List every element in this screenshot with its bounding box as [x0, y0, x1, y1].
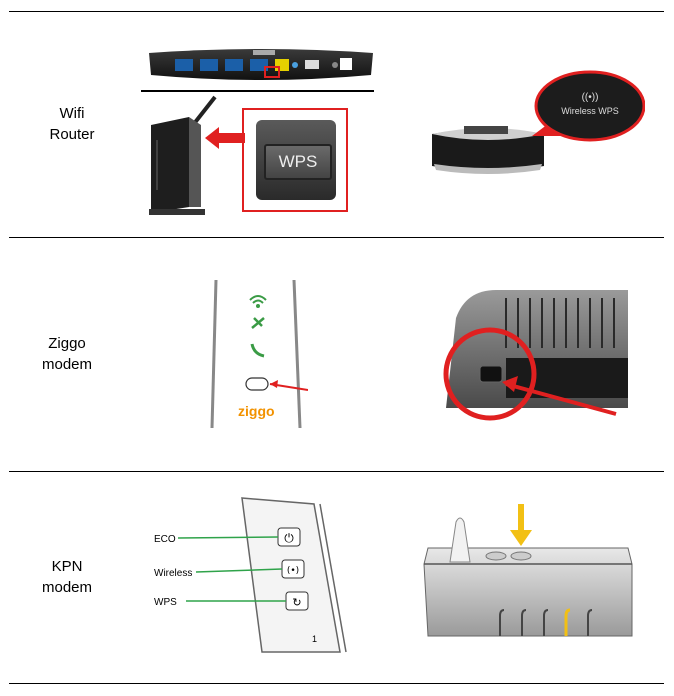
wireless-wps-text: Wireless WPS [561, 106, 619, 116]
wps-button-outline [245, 377, 269, 391]
table-rule-top [9, 11, 664, 12]
svg-text:(•): (•) [287, 566, 299, 576]
callout-wps: WPS [154, 597, 177, 608]
row-label-wifi-router: Wifi Router [17, 103, 127, 145]
callout-wireless: Wireless [154, 568, 192, 579]
kpn-front-image [420, 500, 640, 650]
kpn-side-panel-image: ⏻ (•) ↻ 1 ECO Wireless WPS [150, 496, 350, 656]
port-number: 1 [312, 634, 317, 644]
table-rule-1 [9, 237, 664, 238]
wifi-icon [249, 295, 267, 308]
router-red-arrow [205, 127, 245, 149]
wps-button-face: WPS [264, 144, 332, 180]
ziggo-front-panel-image: ziggo [208, 280, 308, 430]
phone-icon [250, 343, 265, 358]
row-label-ziggo-modem: Ziggo modem [12, 333, 122, 375]
row-label-line1: Ziggo [48, 335, 86, 352]
row-label-line1: Wifi [59, 105, 85, 122]
callout-eco: ECO [154, 534, 176, 545]
ziggo-side-image [436, 288, 628, 430]
ziggo-logo-text: ziggo [238, 403, 275, 419]
table-rule-bottom [9, 683, 664, 684]
row-label-kpn-modem: KPN modem [12, 556, 122, 598]
svg-text:↻: ↻ [292, 596, 301, 609]
svg-text:⏻: ⏻ [284, 531, 294, 545]
table-rule-2 [9, 471, 664, 472]
wps-button: WPS [256, 120, 336, 200]
router-wireless-wps-image: Wireless WPS ((•)) [420, 66, 645, 178]
eco-button [277, 527, 301, 547]
row-label-line2: modem [41, 356, 93, 373]
router-divider-line [141, 90, 374, 92]
row-label-line1: KPN [51, 558, 83, 575]
router-tower-image [145, 95, 225, 217]
row-label-line2: Router [49, 126, 95, 143]
router-back-panel-image [145, 45, 377, 89]
svg-text:((•)): ((•)) [582, 92, 599, 103]
row-label-line2: modem [41, 579, 93, 596]
wps-highlight-box: WPS [242, 108, 348, 212]
sync-arrows-icon [251, 317, 265, 329]
